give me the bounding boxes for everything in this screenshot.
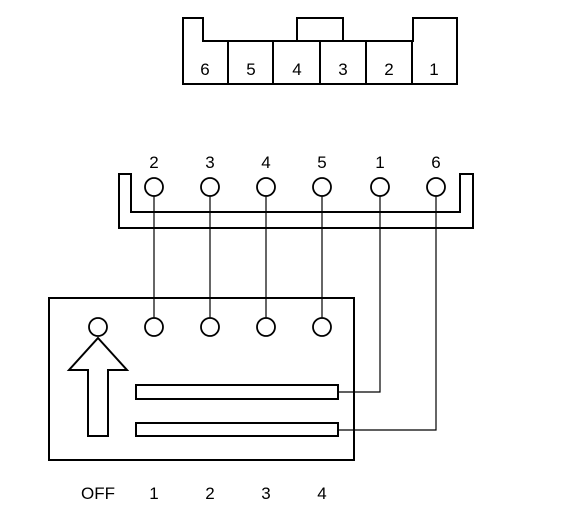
switch-contact: [256, 317, 276, 337]
switch-position-label: 1: [149, 484, 158, 503]
connector-cavity-dividers: [227, 41, 413, 84]
switch-housing: [48, 297, 355, 461]
wire: [338, 196, 437, 431]
switch-contact: [88, 317, 108, 337]
switch-position-label: 4: [317, 484, 326, 503]
terminal-pin: [256, 177, 276, 197]
switch-contact: [200, 317, 220, 337]
terminal-pin-label: 5: [317, 153, 326, 172]
contact-strip: [135, 422, 339, 437]
connector-cavity-label: 4: [292, 60, 301, 79]
wiring: [153, 196, 437, 431]
terminal-pin-label: 3: [205, 153, 214, 172]
terminal-pin-label: 4: [261, 153, 270, 172]
switch-position-labels: OFF 1 2 3 4: [81, 484, 327, 503]
terminal-pin-label: 1: [375, 153, 384, 172]
connector-cavity-label: 2: [384, 60, 393, 79]
terminal-pin: [312, 177, 332, 197]
connector-cavity-label: 6: [200, 60, 209, 79]
connector-cavity-label: 1: [429, 60, 438, 79]
switch-contact: [312, 317, 332, 337]
connector-cavity-label: 3: [338, 60, 347, 79]
switch-position-label: 2: [205, 484, 214, 503]
terminal-pins: [144, 177, 446, 197]
terminal-pin: [200, 177, 220, 197]
terminal-pin: [144, 177, 164, 197]
switch-position-label: OFF: [81, 484, 115, 503]
wire: [338, 196, 381, 393]
switch-contact: [144, 317, 164, 337]
terminal-pin-label: 2: [149, 153, 158, 172]
terminal-pin: [370, 177, 390, 197]
connector-face: 6 5 4 3 2 1: [182, 17, 458, 85]
terminal-pin: [426, 177, 446, 197]
terminal-pin-label: 6: [431, 153, 440, 172]
switch-position-label: 3: [261, 484, 270, 503]
terminal-block: 2 3 4 5 1 6: [118, 153, 474, 229]
fan-switch-body: [48, 297, 355, 461]
up-arrow-icon: [66, 336, 130, 437]
contact-strip: [135, 384, 339, 400]
terminal-block-outer-outline: [118, 173, 474, 229]
connector-cavity-label: 5: [246, 60, 255, 79]
